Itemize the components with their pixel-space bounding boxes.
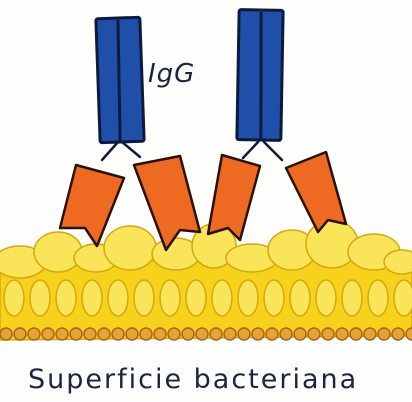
membrane-bead	[84, 328, 96, 340]
hinge-left	[102, 142, 140, 160]
membrane-bead	[392, 328, 404, 340]
surface-cell	[56, 280, 76, 316]
surface-cell	[212, 280, 232, 316]
membrane-bead	[28, 328, 40, 340]
membrane-bead	[56, 328, 68, 340]
membrane-bead	[308, 328, 320, 340]
membrane-bead	[280, 328, 292, 340]
fab-arm-right-inner	[286, 152, 346, 232]
bacterial-surface	[0, 220, 412, 340]
surface-cell	[316, 280, 336, 316]
heavy-chain-left	[96, 17, 144, 142]
membrane-bead	[224, 328, 236, 340]
igg-label: IgG	[148, 59, 195, 89]
hinge-right	[243, 142, 282, 160]
membrane-bead	[336, 328, 348, 340]
surface-cell	[368, 280, 388, 316]
surface-bump	[104, 226, 156, 270]
membrane-bead	[98, 328, 110, 340]
membrane-bead	[126, 328, 138, 340]
surface-label: Superficie bacteriana	[28, 364, 358, 395]
membrane-bead	[294, 328, 306, 340]
surface-cell	[160, 280, 180, 316]
membrane-bead	[238, 328, 250, 340]
membrane-bead	[182, 328, 194, 340]
surface-bump	[34, 232, 82, 272]
membrane-bead	[14, 328, 26, 340]
membrane-bead	[350, 328, 362, 340]
heavy-chain-right	[237, 10, 283, 141]
surface-cell	[186, 280, 206, 316]
membrane-bead	[196, 328, 208, 340]
membrane-bead	[168, 328, 180, 340]
surface-cell	[290, 280, 310, 316]
membrane-bead	[70, 328, 82, 340]
membrane-bead	[112, 328, 124, 340]
surface-cell	[4, 280, 24, 316]
surface-cell	[30, 280, 50, 316]
membrane-bead	[252, 328, 264, 340]
membrane-bead	[266, 328, 278, 340]
igg-left	[60, 17, 200, 250]
surface-cell	[134, 280, 154, 316]
membrane-bead	[406, 328, 412, 340]
membrane-bead	[210, 328, 222, 340]
membrane-bead	[378, 328, 390, 340]
surface-cell	[108, 280, 128, 316]
membrane-bead	[322, 328, 334, 340]
surface-cell	[82, 280, 102, 316]
surface-cell	[238, 280, 258, 316]
membrane-bead	[154, 328, 166, 340]
membrane-bead	[42, 328, 54, 340]
surface-bump	[384, 250, 412, 274]
fab-arm-right-outer	[208, 155, 260, 240]
igg-right	[208, 10, 346, 240]
membrane-bead	[0, 328, 12, 340]
membrane-bead	[364, 328, 376, 340]
membrane-bead	[140, 328, 152, 340]
surface-cell	[264, 280, 284, 316]
surface-cell	[394, 280, 412, 316]
surface-cell	[342, 280, 362, 316]
